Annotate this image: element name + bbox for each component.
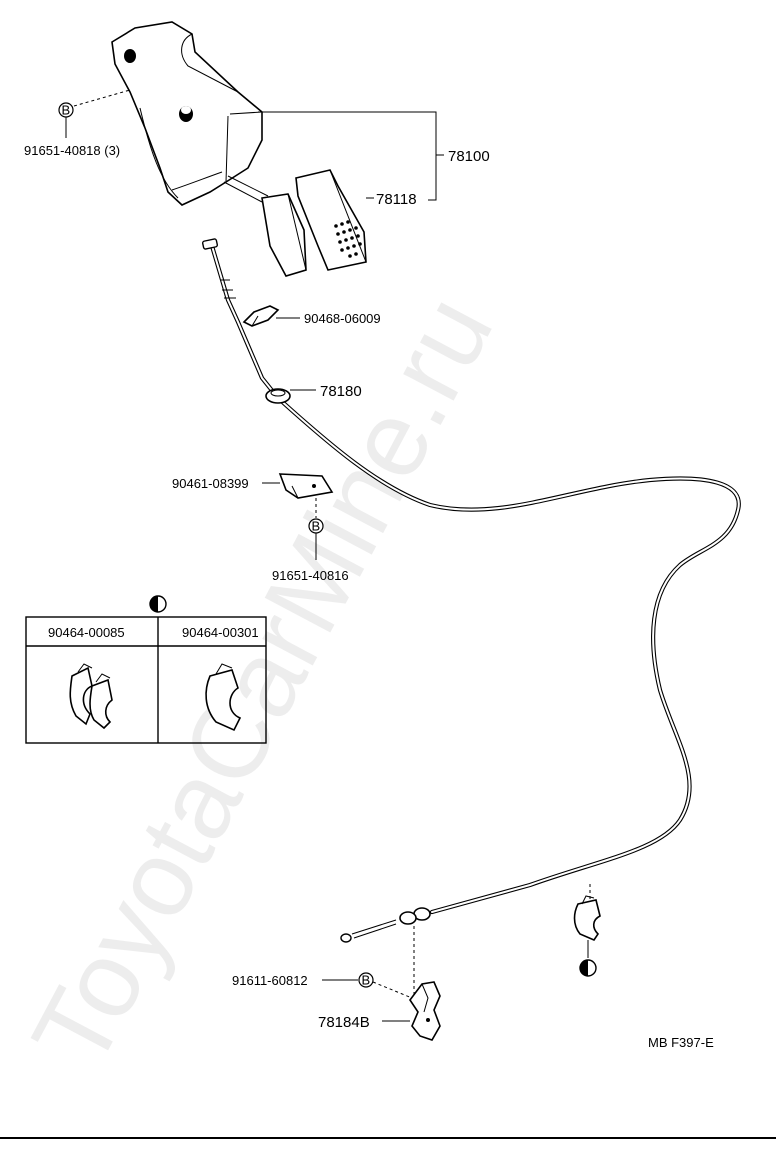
bolt-symbol-top: B bbox=[58, 102, 74, 118]
bolt-symbol-lower: B bbox=[358, 972, 374, 988]
cable-top-end bbox=[201, 238, 236, 299]
pedal-arm bbox=[227, 175, 269, 197]
clip-table: 90464-00085 90464-00301 bbox=[25, 616, 267, 744]
half-circle-symbol-table bbox=[149, 595, 167, 613]
table-col2-header: 90464-00301 bbox=[182, 625, 259, 640]
bolt-letter: B bbox=[62, 103, 71, 118]
clip-90464-00301 bbox=[205, 663, 242, 732]
diagram-code: MB F397-E bbox=[648, 1035, 714, 1050]
bracket-78184b bbox=[409, 981, 441, 1041]
label-90468-06009: 90468-06009 bbox=[304, 311, 381, 326]
clip-90468-06009 bbox=[242, 305, 280, 327]
bolt-letter: B bbox=[362, 973, 371, 988]
table-col1-header: 90464-00085 bbox=[48, 625, 125, 640]
label-78100: 78100 bbox=[448, 148, 490, 165]
label-78180: 78180 bbox=[320, 383, 362, 400]
leader-78100 bbox=[258, 111, 437, 201]
label-90461-08399: 90461-08399 bbox=[172, 476, 249, 491]
pedal-pad-side bbox=[261, 193, 307, 277]
clip-90464-00085 bbox=[69, 663, 113, 730]
bolt-symbol-middle: B bbox=[308, 518, 324, 534]
pedal-pad-78118 bbox=[295, 169, 367, 271]
cable-lower-end bbox=[340, 907, 431, 943]
half-circle-symbol-lower bbox=[579, 959, 597, 977]
pedal-bracket bbox=[111, 21, 263, 206]
grommet-78180 bbox=[265, 388, 291, 404]
cable-clip-lower bbox=[573, 884, 601, 958]
clamp-90461-08399 bbox=[278, 473, 334, 499]
label-78118: 78118 bbox=[376, 191, 417, 208]
label-78184b: 78184B bbox=[318, 1014, 370, 1031]
bolt-letter: B bbox=[312, 519, 321, 534]
label-91611-60812: 91611-60812 bbox=[232, 973, 308, 988]
label-91651-40818: 91651-40818 (3) bbox=[24, 143, 120, 158]
accelerator-cable bbox=[209, 243, 741, 915]
label-91651-40816: 91651-40816 bbox=[272, 568, 349, 583]
